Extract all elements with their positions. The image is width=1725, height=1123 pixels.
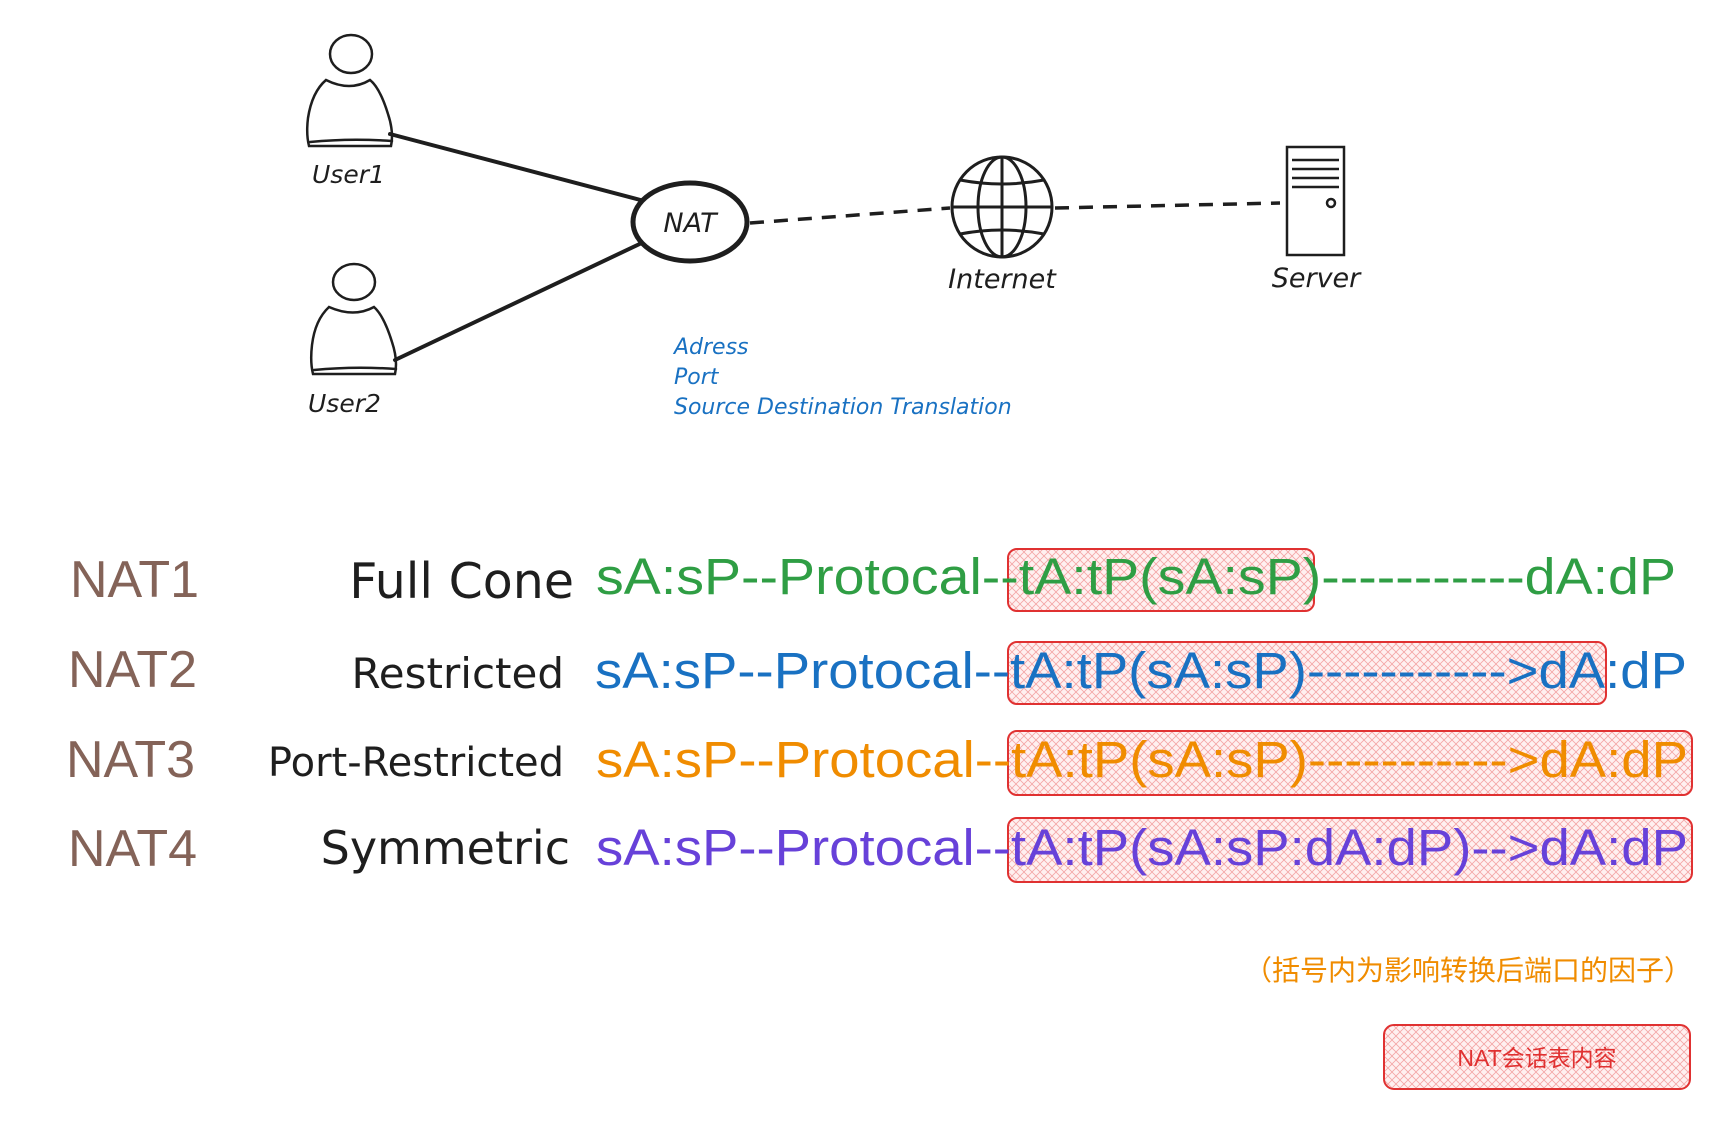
nat-node-label: NAT [663, 208, 719, 239]
nat-type-4: Symmetric [321, 821, 570, 875]
nat-id-3: NAT3 [66, 731, 195, 789]
nat-node [630, 180, 750, 264]
legend-label: NAT会话表内容 [1457, 1045, 1616, 1071]
user1-icon [305, 33, 394, 148]
acronym-note: Adress Port Source Destination Translati… [672, 335, 1012, 420]
nat-type-1: Full Cone [349, 553, 574, 610]
mapping-prefix-2: sA:sP--Protocal-- [595, 642, 1010, 699]
nat-mapping-1: sA:sP--Protocal--tA:tP(sA:sP)-----------… [596, 548, 1676, 605]
note-line-2: Port [674, 365, 720, 390]
mapping-prefix-4: sA:sP--Protocal-- [596, 819, 1011, 876]
nat-type-3: Port-Restricted [268, 740, 564, 786]
legend-box [1383, 1024, 1691, 1090]
connections [388, 132, 1281, 362]
mapping-prefix-1: sA:sP--Protocal-- [596, 548, 1019, 605]
internet-label: Internet [948, 264, 1057, 295]
link-nat-internet [749, 206, 951, 225]
highlight-box-nat4 [1007, 817, 1693, 883]
highlight-box-nat3 [1007, 730, 1693, 796]
mapping-suffix-1: -----------dA:dP [1321, 548, 1676, 605]
highlight-box-nat1 [1007, 548, 1315, 612]
globe-icon [950, 155, 1054, 259]
mapping-boxed-2: tA:tP(sA:sP)----------->dA [1010, 642, 1605, 699]
link-user1-nat [388, 132, 650, 204]
highlight-box-nat2 [1007, 641, 1607, 705]
link-internet-server [1054, 201, 1281, 210]
nat-mapping-4: sA:sP--Protocal--tA:tP(sA:sP:dA:dP)-->dA… [596, 819, 1688, 876]
mapping-boxed-3: tA:tP(sA:sP)----------->dA:dP [1011, 731, 1688, 788]
session-table-highlights [1007, 548, 1693, 883]
mapping-boxed-1: tA:tP(sA:sP) [1019, 548, 1321, 605]
nat-id-2: NAT2 [68, 641, 197, 699]
nat-id-4: NAT4 [68, 820, 197, 878]
link-user2-nat [393, 238, 650, 362]
note-line-1: Adress [672, 335, 749, 360]
mapping-prefix-3: sA:sP--Protocal-- [596, 731, 1011, 788]
nat-id-1: NAT1 [70, 551, 199, 609]
user2-icon [309, 262, 398, 376]
server-label: Server [1272, 263, 1362, 294]
server-icon [1285, 145, 1346, 257]
mapping-boxed-4: tA:tP(sA:sP:dA:dP)-->dA:dP [1011, 819, 1688, 876]
nat-mapping-3: sA:sP--Protocal--tA:tP(sA:sP)-----------… [596, 731, 1688, 788]
nat-mapping-2: sA:sP--Protocal--tA:tP(sA:sP)-----------… [595, 642, 1687, 699]
mapping-suffix-2: :dP [1605, 642, 1687, 699]
footnote-text: （括号内为影响转换后端口的因子） [1244, 955, 1692, 986]
nat-type-2: Restricted [352, 649, 564, 698]
user2-label: User2 [308, 389, 381, 418]
note-line-3: Source Destination Translation [674, 395, 1012, 420]
user1-label: User1 [312, 160, 385, 189]
